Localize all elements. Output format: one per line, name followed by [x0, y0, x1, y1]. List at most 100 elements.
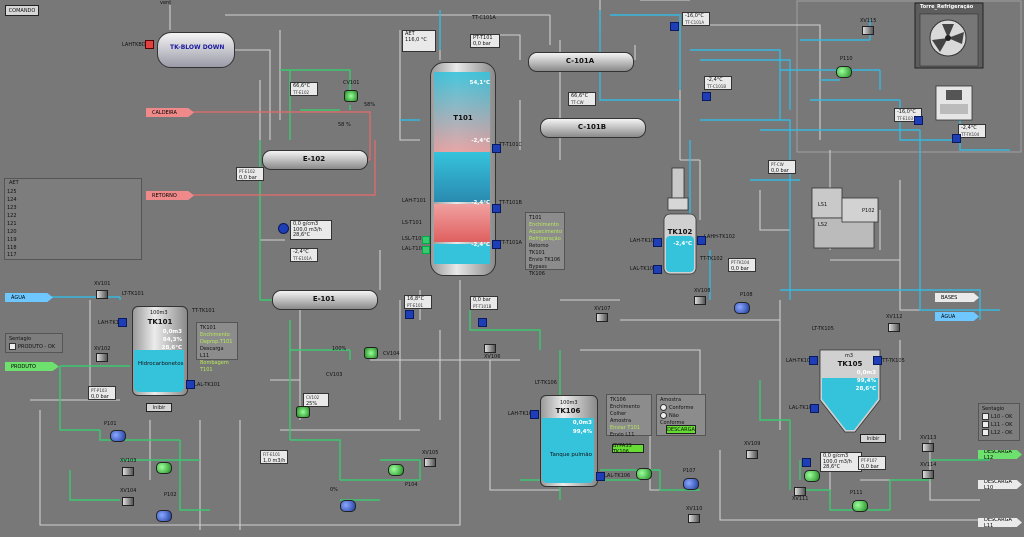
tt-e102-label: TT-E102	[293, 89, 310, 95]
valve-label: XV107	[594, 306, 611, 312]
pump-p102-icon[interactable]	[156, 462, 172, 474]
xv106-valve-icon[interactable]	[484, 344, 496, 353]
l12-checkbox[interactable]	[982, 429, 989, 436]
l11-checkbox[interactable]	[982, 421, 989, 428]
pump-p101-icon[interactable]	[110, 430, 126, 442]
xv102-valve-icon[interactable]	[96, 353, 108, 362]
bases-arrow: BASES	[935, 293, 979, 302]
sentagio-l10[interactable]: L10 - OK	[982, 413, 1016, 421]
sentagio-l11[interactable]: L11 - OK	[982, 421, 1016, 429]
pump-p111-icon[interactable]	[852, 500, 868, 512]
t101-indicator-icon-3	[492, 240, 501, 249]
pump-p106-icon[interactable]	[636, 468, 652, 480]
cv103-tag: CV103	[326, 372, 343, 378]
xv114-valve-icon[interactable]	[922, 470, 934, 479]
nao-conforme-radio[interactable]	[660, 412, 667, 419]
xv108-valve-icon[interactable]	[694, 296, 706, 305]
aet-tick: 119	[7, 237, 17, 243]
bypass-tk106-button[interactable]: BYPASS TK106	[612, 443, 644, 455]
valve-label: XV104	[120, 488, 137, 494]
retorno-arrow: RETORNO	[146, 191, 194, 200]
pump-p108-icon[interactable]	[734, 302, 750, 314]
right-temp-1-tag: TT-C101A	[685, 19, 705, 25]
cv101-valve-icon[interactable]	[344, 90, 358, 102]
pump-p110-icon[interactable]	[836, 66, 852, 78]
amostra-option-2[interactable]: Não Conforme	[660, 412, 702, 427]
produto-checkbox[interactable]	[9, 343, 16, 350]
sentagio-left-title: Sentagio	[9, 336, 32, 342]
amostra-title: Amostra	[660, 397, 682, 403]
blowdown-alarm-icon	[145, 40, 154, 49]
t101-temp-2: -2,4°C	[471, 200, 490, 206]
xv103-valve-icon[interactable]	[122, 467, 134, 476]
xv111-valve-icon[interactable]	[794, 487, 806, 496]
cv104-valve-icon[interactable]	[364, 347, 378, 359]
lt-tk106-tag: LT-TK106	[535, 380, 557, 386]
pt-t101b-label: PT-T101B	[473, 303, 492, 309]
xv115-valve-icon[interactable]	[862, 26, 874, 35]
tk106-panel-line: Colher Amostra	[610, 411, 632, 424]
cooling-area-frame	[796, 0, 1022, 153]
sentagio-left-item[interactable]: PRODUTO - OK	[9, 343, 59, 351]
lal-tk105-tag: LAL-TK105	[789, 405, 816, 411]
lal-t101-led-icon	[422, 246, 430, 254]
lal-tk106-indicator-icon	[596, 472, 605, 481]
tt-t101a-tag: TT-T101A	[499, 240, 522, 246]
lal-tk102-indicator-icon	[653, 265, 662, 274]
lal-tk105-indicator-icon	[810, 404, 819, 413]
lah-tk102-tag: LAH-TK102	[630, 238, 658, 244]
right-temp-4-value: -2,4°C	[961, 125, 977, 131]
pump-p107-icon[interactable]	[683, 478, 699, 490]
valve-label: XV115	[860, 18, 877, 24]
pump-p105-icon[interactable]	[340, 500, 356, 512]
tower-t101-name: T101	[453, 114, 473, 122]
aet-tick: 121	[7, 221, 17, 227]
fit-tk105-sensor-icon	[802, 458, 811, 467]
pump-p112-icon[interactable]	[804, 470, 820, 482]
c101-temp-value: 66,6°C	[571, 93, 589, 99]
aet-value: 116,0 °C	[405, 36, 427, 43]
t101-status-panel: T101 Enchimento Aquecimento Refrigeração…	[525, 212, 565, 277]
xv104-valve-icon[interactable]	[122, 497, 134, 506]
pt-cw-label: PT-CW	[771, 162, 784, 167]
lal-tk102-tag: LAL-TK102	[630, 266, 657, 272]
sentagio-l12[interactable]: L12 - OK	[982, 429, 1016, 437]
pump-label: P108	[740, 292, 753, 298]
xv101-valve-icon[interactable]	[96, 290, 108, 299]
pt-tk104-label: PT-TK104	[731, 260, 750, 265]
comando-button[interactable]: COMANDO	[5, 5, 39, 16]
tk106-pct: 99,4%	[572, 429, 592, 435]
tk101-inibir-button[interactable]: Inibir	[146, 403, 172, 412]
xv109-valve-icon[interactable]	[746, 450, 758, 459]
right-temp-2-tag: TT-C101B	[707, 83, 727, 89]
xv110-valve-icon[interactable]	[688, 514, 700, 523]
cv102-valve-icon[interactable]	[296, 406, 310, 418]
lah-tk105-tag: LAH-TK105	[786, 358, 814, 364]
pump-p103-icon[interactable]	[156, 510, 172, 522]
l10-checkbox[interactable]	[982, 413, 989, 420]
pt-cw-value: 0,0 bar	[771, 167, 789, 174]
amostra-option-1[interactable]: Conforme	[660, 404, 702, 412]
tk106-content: Tanque pulmão	[550, 452, 593, 458]
xv105-valve-icon[interactable]	[424, 458, 436, 467]
pump-p104-icon[interactable]	[388, 464, 404, 476]
lah-tk101-indicator-icon	[118, 318, 127, 327]
xv113-valve-icon[interactable]	[922, 443, 934, 452]
ls1-tag: LS1	[818, 202, 828, 208]
tk101-panel-line: Descarga L11	[200, 346, 224, 359]
conforme-radio[interactable]	[660, 404, 667, 411]
e102-name: E-102	[302, 155, 326, 163]
tower-t101-lower-fill	[434, 204, 490, 242]
lah-tk101-tag: LAH-TK101	[98, 320, 126, 326]
xv112-valve-icon[interactable]	[888, 323, 900, 332]
tower-t101-middle-fill	[434, 152, 490, 202]
tt-e101a-label: TT-E101A	[293, 255, 312, 261]
descarga-button[interactable]: DESCARGA	[666, 425, 696, 434]
tk105-inibir-button[interactable]: Inibir	[860, 434, 886, 443]
xv107-valve-icon[interactable]	[596, 313, 608, 322]
right-temp-4-tag: TT-TK104	[961, 131, 980, 137]
